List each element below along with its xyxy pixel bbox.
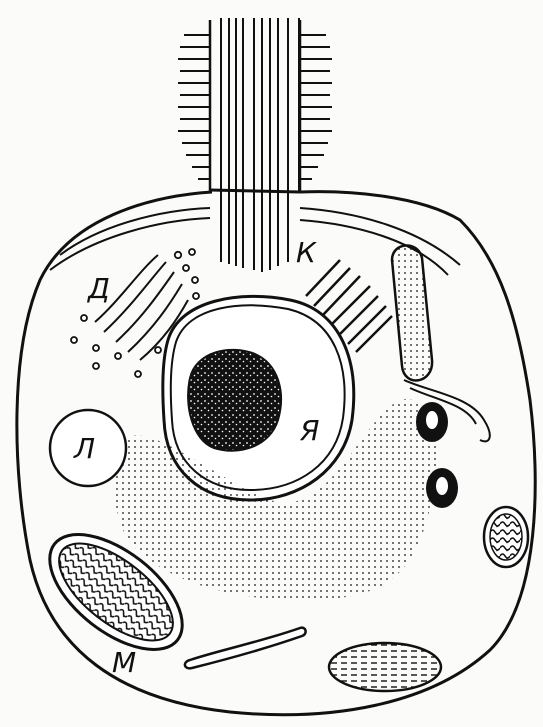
label-nucleus: Я [299,414,319,447]
label-mitochondrion: М [112,646,136,679]
microvilli-left [178,35,210,179]
label-lysosome: Л [73,432,95,465]
microvilli-right [300,35,332,179]
ciliary-rootlets [221,192,288,272]
label-cilia-rootlets: К [296,236,317,269]
nucleolus [188,350,281,451]
zymogen-vesicle [329,643,441,691]
mitochondrion-small [484,507,528,567]
er-tubule [185,628,306,669]
label-golgi: Д [86,272,110,305]
cilium [210,18,300,192]
